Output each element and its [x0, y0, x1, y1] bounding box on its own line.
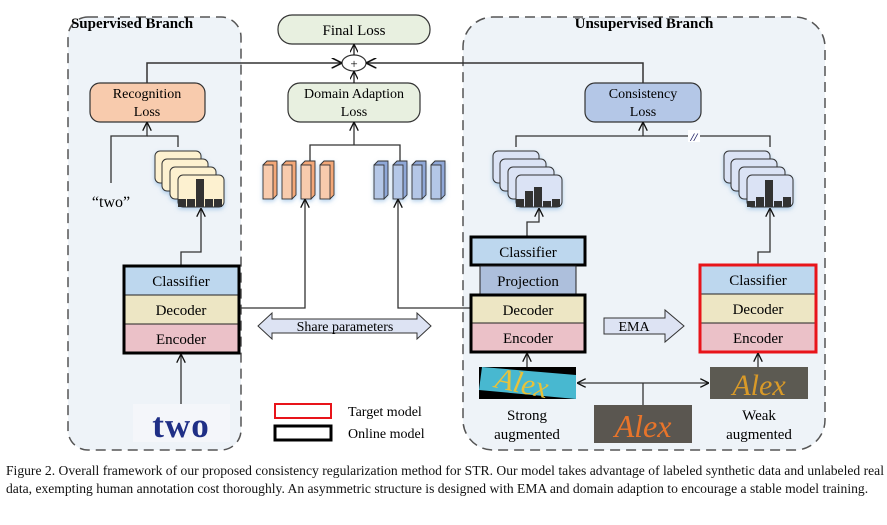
- figure-caption: Figure 2. Overall framework of our propo…: [6, 463, 884, 496]
- ground-truth-label: “two”: [92, 194, 130, 211]
- strong-augmented-image: Alex: [479, 361, 576, 405]
- target-model: Classifier Decoder Encoder: [698, 263, 818, 354]
- strong-augmented-label-2: augmented: [494, 427, 560, 443]
- legend: Target model Online model: [273, 403, 425, 442]
- final-loss-box: [277, 14, 431, 45]
- unsupervised-branch-title: Unsupervised Branch: [575, 16, 714, 32]
- legend-online-label: Online model: [348, 427, 425, 442]
- stop-gradient-mark: //: [690, 130, 699, 144]
- framework-diagram: Supervised Branch Unsupervised Branch Fi…: [67, 14, 826, 451]
- supervised-classifier-label: Classifier: [152, 274, 210, 290]
- consistency-loss-line: [367, 63, 644, 84]
- online-classifier-label: Classifier: [499, 245, 557, 261]
- online-model: Classifier Projection Decoder Encoder: [469, 235, 587, 354]
- supervised-branch-title: Supervised Branch: [71, 16, 194, 32]
- online-classifier: [469, 235, 587, 267]
- online-decoder: [470, 294, 586, 324]
- consistency-loss-line2: Loss: [630, 105, 656, 120]
- target-encoder: [699, 322, 817, 353]
- supervised-decoder: [123, 294, 240, 325]
- supervised-prediction-stack: [154, 150, 225, 208]
- recognition-loss-line1: Recognition: [113, 87, 181, 102]
- legend-target-label: Target model: [348, 405, 422, 420]
- weak-augmented-image: Alex: [710, 367, 808, 402]
- final-loss-label: Final Loss: [323, 23, 386, 39]
- supervised-encoder-label: Encoder: [156, 332, 206, 348]
- target-decoder-label: Decoder: [733, 302, 784, 318]
- supervised-decoder-label: Decoder: [156, 303, 207, 319]
- ema-arrow: EMA: [603, 308, 685, 344]
- target-encoder-label: Encoder: [733, 331, 783, 347]
- target-decoder: [699, 293, 817, 324]
- online-encoder-label: Encoder: [503, 331, 553, 347]
- online-projection-label: Projection: [497, 274, 559, 290]
- original-image-text: Alex: [613, 408, 672, 444]
- share-parameters-label: Share parameters: [297, 320, 394, 335]
- target-feature-maps: [373, 160, 446, 200]
- legend-target-swatch: [274, 403, 332, 419]
- supervised-branch-container: [67, 16, 242, 451]
- weak-image-text: Alex: [730, 369, 786, 402]
- strong-augmented-label-1: Strong: [507, 408, 548, 424]
- weak-augmented-label-1: Weak: [742, 408, 776, 424]
- ema-label: EMA: [618, 320, 650, 335]
- online-projection: [479, 265, 577, 295]
- domain-adaption-loss-line2: Loss: [341, 105, 367, 120]
- recognition-loss-line: [146, 63, 341, 84]
- supervised-input-text: two: [152, 406, 209, 445]
- weak-augmented-label-2: augmented: [726, 427, 792, 443]
- target-prediction-stack: [723, 150, 794, 208]
- source-feature-maps: [262, 160, 335, 200]
- share-parameters-arrow: Share parameters: [257, 311, 432, 341]
- sum-symbol: +: [350, 56, 357, 71]
- online-prediction-stack: [492, 150, 563, 208]
- recognition-loss-box: [89, 82, 206, 123]
- supervised-input-image: [133, 404, 230, 442]
- consistency-loss-box: [584, 82, 702, 123]
- supervised-model: Classifier Decoder Encoder: [122, 264, 241, 355]
- online-decoder-label: Decoder: [503, 303, 554, 319]
- target-classifier-label: Classifier: [729, 273, 787, 289]
- legend-online-swatch: [273, 424, 333, 442]
- domain-adaption-loss-line1: Domain Adaption: [304, 87, 404, 102]
- recognition-loss-line2: Loss: [134, 105, 160, 120]
- consistency-loss-line1: Consistency: [609, 87, 677, 102]
- supervised-encoder: [123, 323, 240, 354]
- online-encoder: [470, 322, 586, 353]
- original-image: Alex: [594, 405, 692, 444]
